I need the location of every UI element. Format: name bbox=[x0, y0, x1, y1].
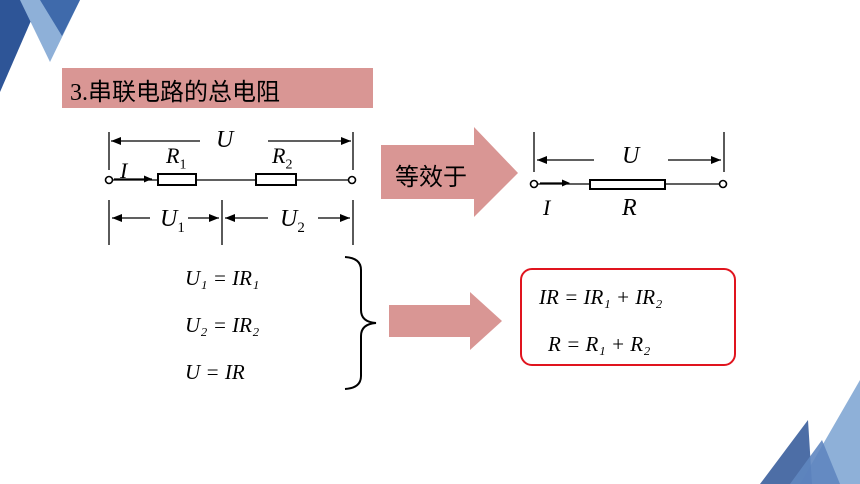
r1-label: R1 bbox=[166, 143, 186, 173]
u1-subscript: 1 bbox=[177, 219, 185, 236]
equivalent-voltage-label: U bbox=[622, 143, 640, 169]
r2-label: R2 bbox=[272, 143, 292, 173]
result-equation-ir: IR = IR₁ + IR₂ bbox=[539, 285, 663, 309]
u1-letter: U bbox=[160, 206, 178, 232]
r2-subscript: 2 bbox=[285, 157, 293, 173]
total-voltage-label: U bbox=[216, 127, 234, 153]
result-equation-r: R = R₁ + R₂ bbox=[548, 332, 651, 356]
u1-label: U1 bbox=[160, 206, 185, 237]
r1-letter: R bbox=[166, 143, 180, 168]
equivalent-label: 等效于 bbox=[395, 163, 467, 191]
u2-letter: U bbox=[280, 206, 298, 232]
equation-u1: U₁ = IR₁ bbox=[185, 266, 260, 290]
title-bar bbox=[62, 68, 373, 108]
deco-triangle-dark-top2 bbox=[40, 0, 80, 36]
r2-letter: R bbox=[272, 143, 286, 168]
current-label: I bbox=[120, 158, 128, 183]
r1-subscript: 1 bbox=[179, 157, 187, 173]
u2-subscript: 2 bbox=[297, 219, 305, 236]
deco-triangle-dark-top bbox=[0, 0, 40, 92]
result-box bbox=[520, 268, 736, 366]
equivalent-current-label: I bbox=[543, 195, 551, 220]
equivalent-resistor-label: R bbox=[622, 195, 637, 221]
equation-u: U = IR bbox=[185, 360, 245, 384]
deco-triangle-dark-bottom bbox=[760, 420, 812, 484]
deco-triangle-mid-bottom bbox=[790, 440, 840, 484]
u2-label: U2 bbox=[280, 206, 305, 237]
page-title: 3.串联电路的总电阻 bbox=[70, 80, 280, 106]
equation-u2: U₂ = IR₂ bbox=[185, 313, 260, 337]
